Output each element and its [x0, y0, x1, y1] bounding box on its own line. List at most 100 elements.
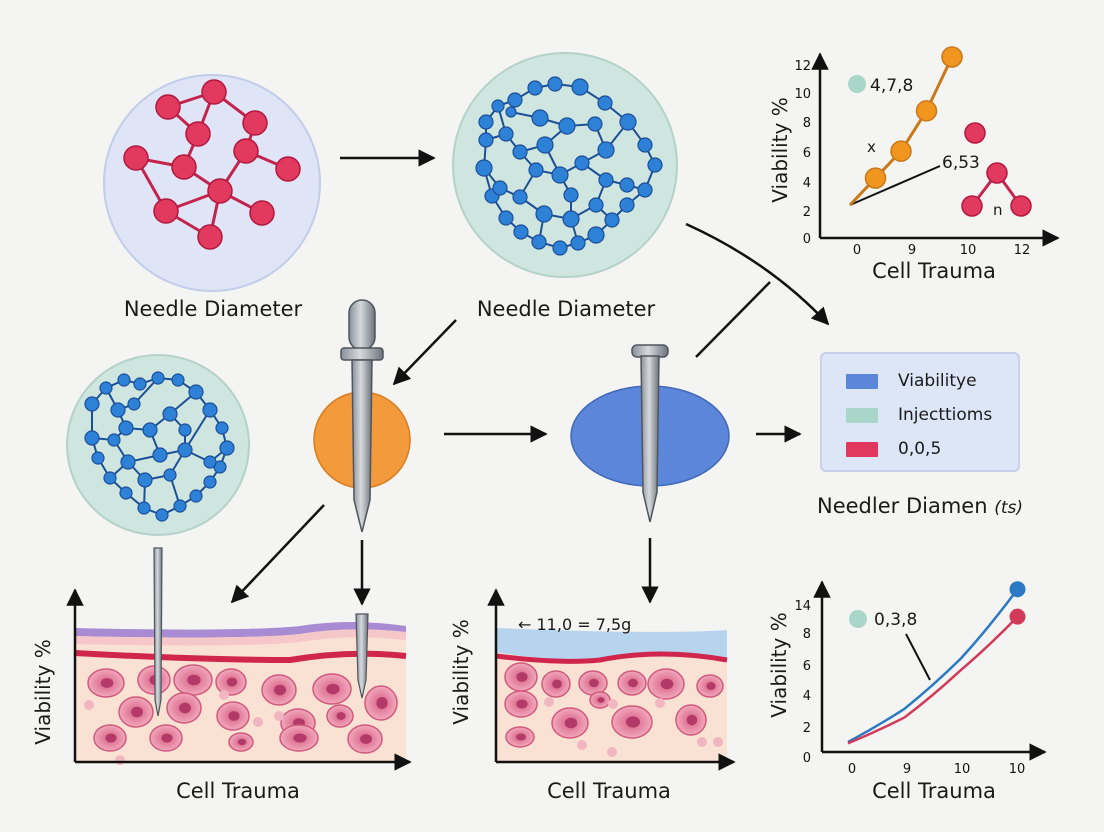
chart2-endpoint — [1009, 608, 1026, 625]
chart2-xtick-label: 9 — [903, 762, 911, 777]
legend-label-viability: Viabilitye — [898, 371, 977, 391]
tissue-particle — [84, 700, 94, 710]
chart2-ytick-label: 10 — [794, 0, 811, 4]
legend-label-injections: Injecttioms — [898, 405, 993, 425]
tissue-particle — [697, 737, 707, 747]
chart2-x-label: Cell Trauma — [872, 779, 996, 803]
cell-nucleus — [552, 679, 562, 689]
blue-network-circle-top — [452, 52, 678, 278]
needler-diamen-suffix: (ts) — [994, 498, 1023, 518]
cell-nucleus — [179, 702, 191, 714]
chart2-ytick-label: 4 — [803, 689, 811, 704]
legend-swatch-red — [846, 441, 878, 457]
chart2-ytick-label: 14 — [794, 599, 811, 614]
cell-nucleus — [105, 733, 117, 743]
tissue-needle-2 — [355, 613, 369, 699]
arrow-down-left-tissue — [230, 504, 325, 604]
chart2-series-line — [847, 615, 1019, 745]
cell-nucleus — [336, 712, 346, 720]
chart2-annotation: 0,3,8 — [874, 610, 917, 630]
chart1-annotation-2: 6,53 — [942, 153, 980, 173]
chart1-annotation-1: 4,7,8 — [870, 76, 913, 96]
chart1-xtick-label: 9 — [908, 243, 916, 258]
cell-nucleus — [706, 682, 716, 690]
chart1-data-point — [864, 167, 887, 189]
cell-nucleus — [516, 699, 528, 709]
arrow-curved-to-legend — [685, 222, 830, 326]
chart2-series-line — [847, 588, 1019, 744]
chart1-data-point — [941, 46, 963, 68]
cell-nucleus — [131, 706, 143, 718]
chart2-endpoint — [1009, 581, 1026, 598]
connector-line — [695, 281, 771, 358]
cell-nucleus — [376, 697, 388, 709]
tissue-particle — [608, 699, 618, 709]
legend-item-injections: Injecttioms — [846, 404, 992, 426]
tissue-center-y-label: Viability % — [449, 619, 473, 724]
cell-nucleus — [237, 738, 247, 746]
cell-nucleus — [564, 717, 578, 729]
chart2-legend-dot — [849, 610, 867, 628]
legend-swatch-green — [846, 407, 878, 423]
legend-item-value: 0,0,5 — [846, 438, 941, 460]
chart1-ytick-label: 4 — [803, 176, 811, 191]
chart1-ytick-label: 0 — [803, 232, 811, 247]
chart2-ytick-label: 0 — [803, 751, 811, 766]
chart1-annotation-x: x — [867, 138, 876, 156]
tissue-particle — [713, 737, 723, 747]
tissue-panel-center — [487, 588, 736, 771]
line-chart-bottom-right: Viability % Cell Trauma 0 2 4 6 8 14 10 0 9 10 10… — [767, 0, 1047, 803]
needle-diameter-label-center: Needle Diameter — [477, 297, 656, 321]
cell-nucleus — [660, 678, 674, 690]
chart1-legend-dot — [848, 75, 866, 93]
tissue-panel-left — [66, 547, 412, 771]
chart2-pointer-line — [905, 633, 931, 681]
legend-box: Viabilitye Injecttioms 0,0,5 — [820, 352, 1020, 472]
red-molecule-circle — [103, 74, 321, 292]
chart1-ytick-label: 10 — [794, 87, 811, 102]
needler-diamen-label: Needler Diamen (ts) — [817, 494, 1023, 518]
cell-nucleus — [326, 683, 340, 695]
chart1-x-label: Cell Trauma — [872, 259, 996, 283]
tissue-particle — [607, 747, 617, 757]
tissue-particle — [577, 740, 587, 750]
tissue-left-y-label: Viability % — [31, 639, 55, 744]
cell-nucleus — [626, 716, 640, 728]
chart2-xtick-label: 10 — [1009, 762, 1026, 777]
cell-nucleus — [293, 733, 307, 743]
cell-nucleus — [516, 733, 526, 741]
tissue-center-x-label: Cell Trauma — [547, 779, 671, 803]
cell-nucleus — [274, 684, 286, 696]
chart1-annotation-n: n — [993, 201, 1003, 219]
chart2-ytick-label: 8 — [803, 627, 811, 642]
tissue-particle — [655, 698, 665, 708]
cell-nucleus — [516, 672, 528, 682]
legend-item-viability: Viabilitye — [846, 370, 977, 392]
cell-nucleus — [597, 697, 605, 703]
chart1-data-point — [890, 140, 912, 162]
chart2-ytick-label: 6 — [803, 659, 811, 674]
mass-annotation: ← 11,0 = 7,5g — [518, 615, 631, 634]
chart1-ytick-label: 2 — [803, 205, 811, 220]
chart1-data-point — [915, 100, 938, 122]
needler-diamen-text: Needler Diamen — [817, 494, 988, 518]
tissue-needle-1 — [153, 547, 163, 717]
cell-nucleus — [226, 677, 238, 687]
chart1-xtick-label: 12 — [1014, 243, 1031, 258]
cell-nucleus — [100, 678, 114, 688]
cell-nucleus — [360, 734, 372, 744]
legend-swatch-blue — [846, 373, 878, 389]
small-red-molecule — [961, 122, 1032, 217]
chart2-y-label: Viability % — [767, 612, 791, 717]
tissue-particle — [274, 711, 284, 721]
chart2-ytick-label: 2 — [803, 721, 811, 736]
arrow-down-left — [392, 319, 457, 386]
needle-diameter-label-left: Needle Diameter — [124, 297, 303, 321]
tissue-particle — [544, 697, 554, 707]
chart1-xtick-label: 10 — [960, 243, 977, 258]
cell-nucleus — [187, 674, 201, 686]
legend-label-value: 0,0,5 — [898, 439, 942, 459]
cell-nucleus — [589, 678, 599, 688]
